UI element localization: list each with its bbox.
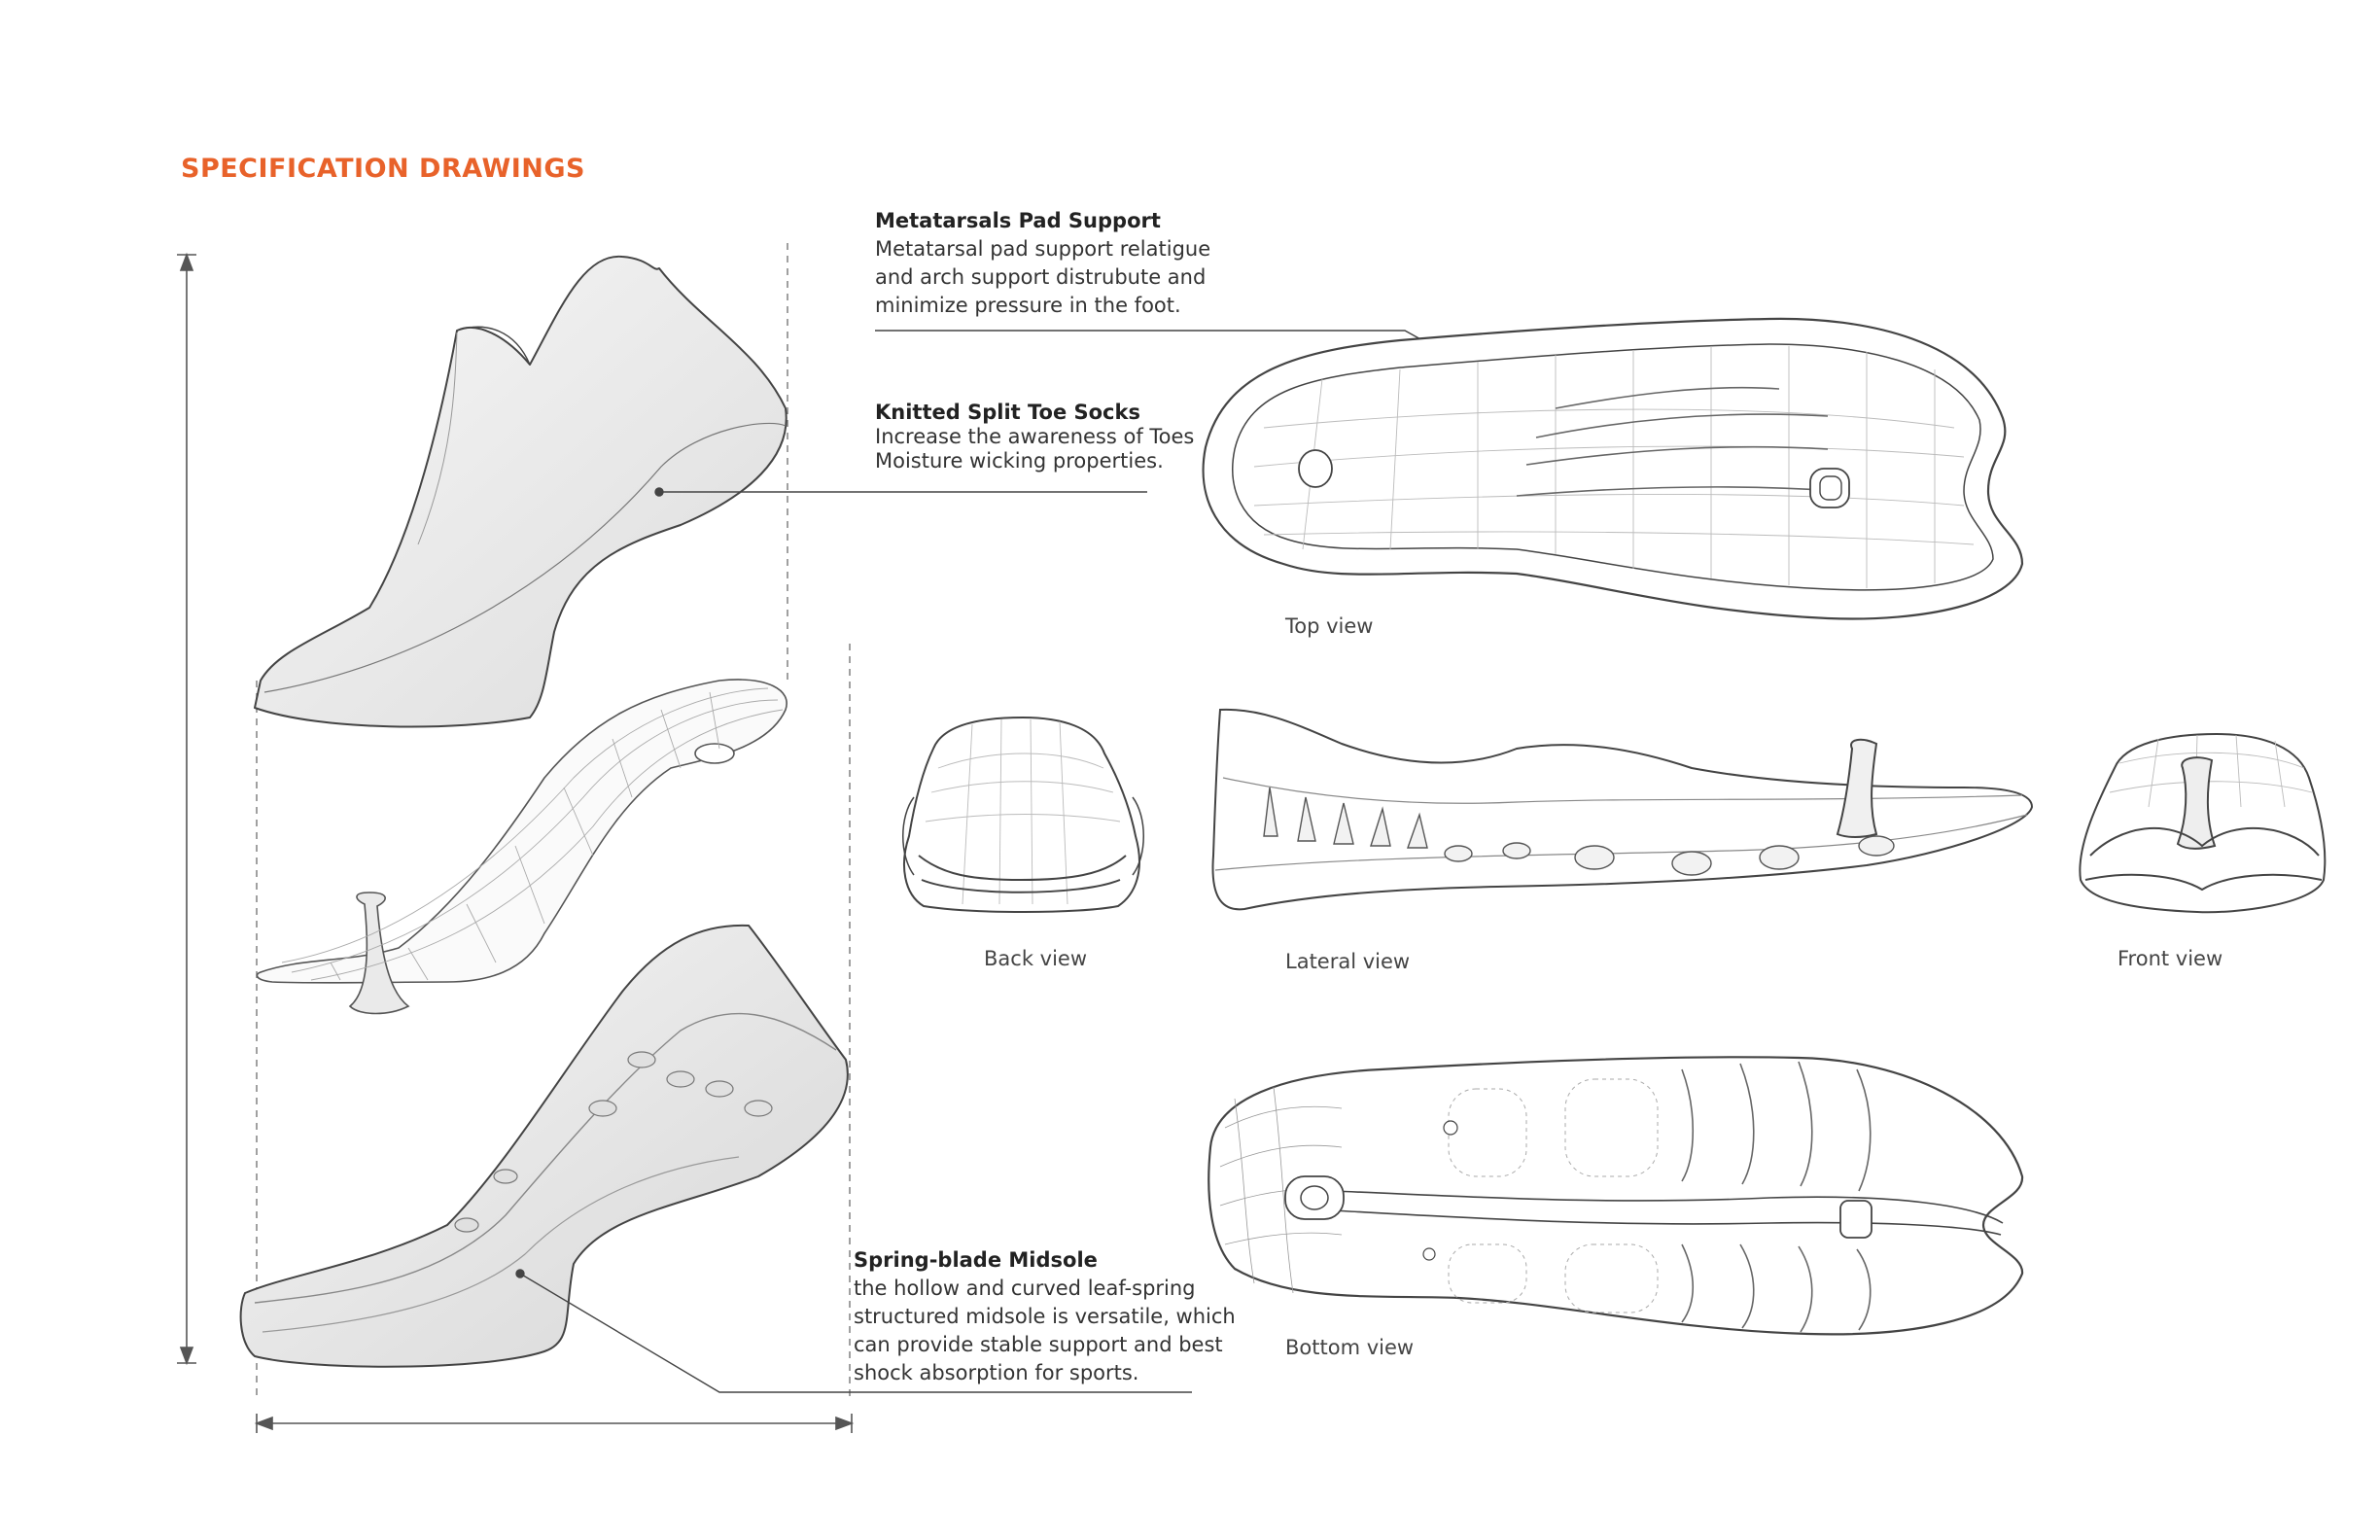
annotation-line: and arch support distrubute and: [875, 265, 1207, 289]
caption-back-view: Back view: [984, 947, 1088, 970]
annotation-line: Moisture wicking properties.: [875, 449, 1164, 472]
caption-top-view: Top view: [1285, 614, 1374, 638]
back-view-drawing: [902, 716, 1144, 913]
page-title: SPECIFICATION DRAWINGS: [181, 154, 585, 184]
annotation-heading: Knitted Split Toe Socks: [875, 401, 1140, 424]
horizontal-dimension: [254, 1414, 855, 1433]
front-view-drawing: [2079, 732, 2327, 914]
insole-wireframe-drawing: [256, 679, 788, 1015]
lateral-view-drawing: [1211, 708, 2034, 911]
guide-lines: [256, 243, 851, 1400]
annotation-line: shock absorption for sports.: [854, 1361, 1139, 1384]
annotation-heading: Spring-blade Midsole: [854, 1248, 1098, 1272]
annotation-heading: Metatarsals Pad Support: [875, 209, 1161, 232]
annotation-line: Increase the awareness of Toes: [875, 425, 1195, 448]
annotation-line: the hollow and curved leaf-spring: [854, 1277, 1196, 1300]
annotation-line: structured midsole is versatile, which: [854, 1305, 1236, 1328]
caption-bottom-view: Bottom view: [1285, 1336, 1415, 1359]
annotation-line: can provide stable support and best: [854, 1333, 1223, 1356]
caption-front-view: Front view: [2118, 947, 2223, 970]
annotation-midsole: Spring-blade Midsole the hollow and curv…: [854, 1246, 1236, 1387]
caption-lateral-view: Lateral view: [1285, 950, 1411, 973]
vertical-dimension: [177, 252, 196, 1366]
top-view-drawing: [1202, 317, 2024, 620]
annotation-line: minimize pressure in the foot.: [875, 294, 1181, 317]
annotation-line: Metatarsal pad support relatigue: [875, 237, 1211, 261]
annotation-metatarsal: Metatarsals Pad Support Metatarsal pad s…: [875, 207, 1210, 320]
bottom-view-drawing: [1208, 1056, 2024, 1336]
sock-upper-drawing: [254, 255, 788, 728]
annotation-socks: Knitted Split Toe Socks Increase the awa…: [875, 401, 1194, 473]
midsole-shell-drawing: [239, 924, 849, 1368]
